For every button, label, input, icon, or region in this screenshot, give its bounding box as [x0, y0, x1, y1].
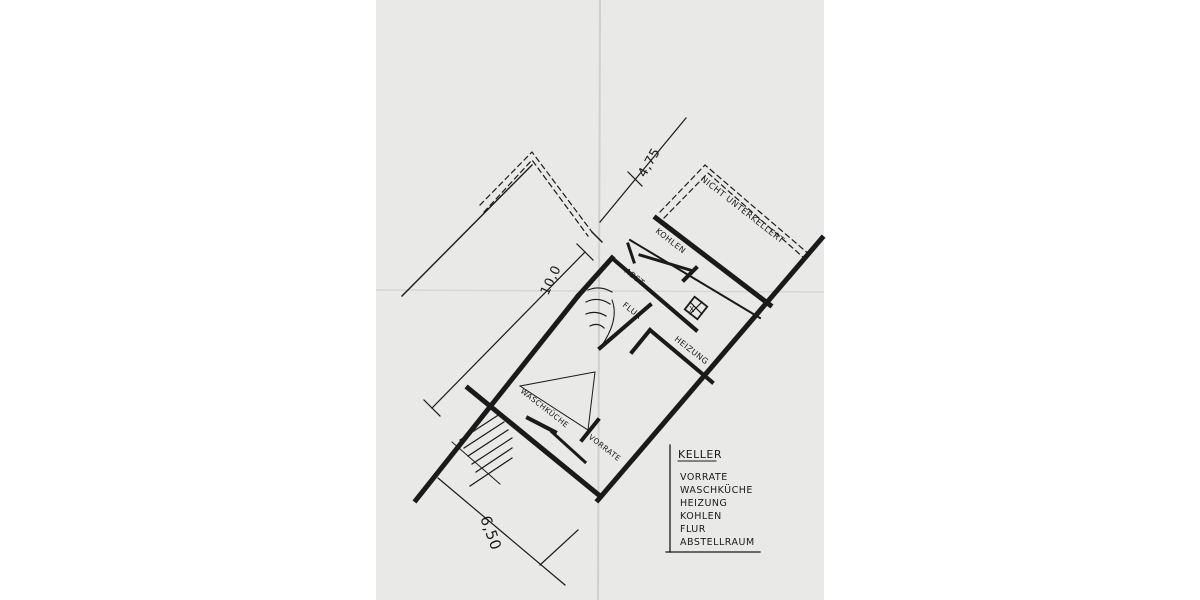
interior-walls [525, 238, 762, 465]
legend-item: HEIZUNG [680, 498, 727, 509]
dimension-bottom [437, 477, 579, 586]
dashed-outline-left [479, 151, 593, 237]
legend-item: FLUR [680, 524, 706, 535]
legend-item: ABSTELLRAUM [680, 537, 755, 548]
outer-walls [412, 214, 826, 504]
legend-item: VORRATE [680, 472, 728, 483]
staircase-lower [451, 413, 513, 487]
staircase-upper [585, 287, 615, 349]
neighbor-line-mid [591, 231, 603, 243]
chimney-x-label: X [689, 305, 695, 314]
flur-diagonals [519, 371, 596, 431]
legend-item: KOHLEN [680, 511, 722, 522]
legend: KELLER VORRATE WASCHKÜCHE HEIZUNG KOHLEN… [665, 444, 761, 553]
dimension-length [423, 243, 594, 417]
legend-title: KELLER [678, 448, 722, 461]
dashed-outline-right [659, 164, 811, 259]
legend-item: WASCHKÜCHE [680, 485, 753, 496]
dimension-top [599, 117, 687, 223]
neighbor-line-left [401, 164, 533, 297]
chimney-box [683, 295, 709, 321]
